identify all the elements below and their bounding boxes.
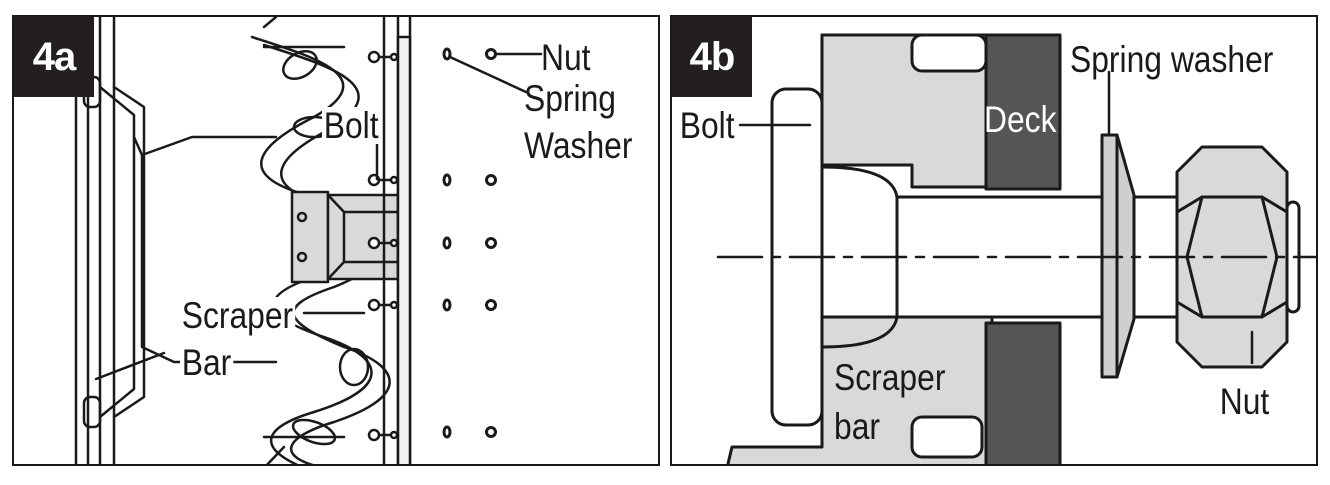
label-spring-washer-line2: Washer [524, 125, 633, 166]
figure-4b-panel: 4b Bolt Deck Spring washer Scraper bar N… [670, 15, 1318, 466]
housing-side-plate [382, 17, 412, 464]
label-nut: Nut [541, 37, 591, 78]
figure-4a-panel: 4a Nut Spring Washer Bolt Scraper Bar [12, 15, 660, 466]
label-scraper-bar-line1: Scraper [834, 357, 946, 398]
gearbox [290, 190, 400, 284]
deck-section [984, 33, 1062, 464]
figure-4b-badge: 4b [672, 17, 752, 97]
label-deck: Deck [984, 99, 1057, 140]
bolts-in-plate [367, 50, 400, 442]
figure-4a-drawing [74, 17, 543, 464]
leader-lines [738, 70, 1254, 365]
label-nut: Nut [1218, 381, 1271, 422]
leader-lines [94, 52, 543, 381]
nut-column [485, 48, 497, 438]
label-bolt: Bolt [322, 105, 381, 146]
spring-washer-column [442, 47, 452, 439]
label-scraper-bar-line2: Bar [180, 342, 233, 383]
label-spring-washer-line1: Spring [524, 78, 616, 119]
label-spring-washer: Spring washer [1070, 39, 1274, 80]
exploded-hardware [442, 47, 497, 439]
label-bolt: Bolt [678, 105, 737, 146]
figure-4a-badge: 4a [14, 17, 94, 97]
figure-4b-drawing [716, 33, 1316, 464]
label-scraper-bar-line2: bar [834, 406, 880, 447]
label-scraper-bar-line1: Scraper [180, 295, 295, 336]
